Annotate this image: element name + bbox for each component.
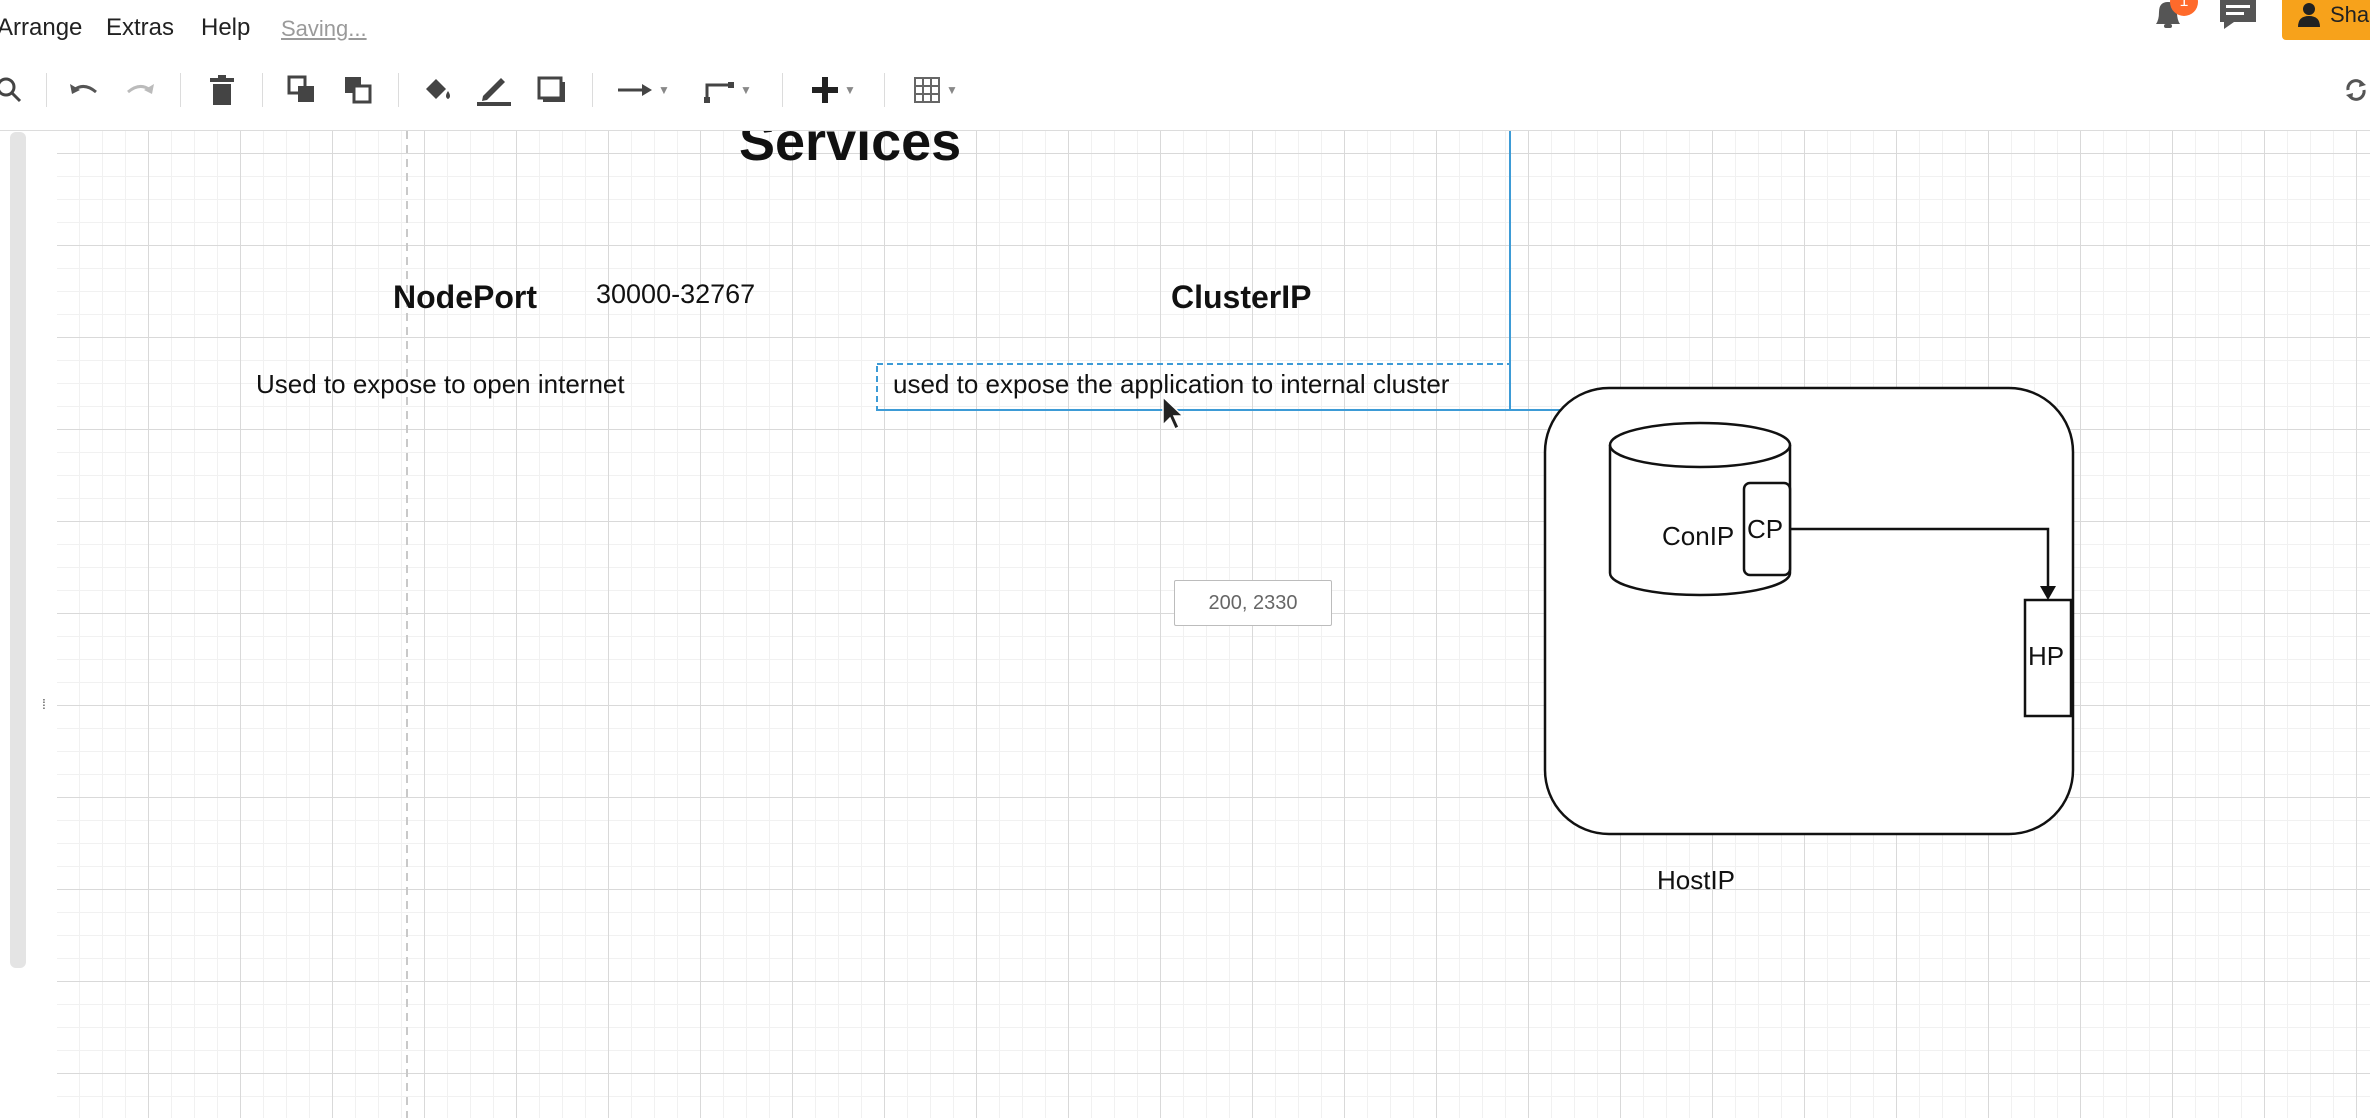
user-icon <box>2298 3 2320 27</box>
arrowhead-icon <box>2040 586 2056 600</box>
selection-box[interactable] <box>876 363 1511 411</box>
clusterip-description[interactable]: used to expose the application to intern… <box>893 369 1450 399</box>
toolbar: ▼ ▼ ▼ ▼ <box>0 55 2370 131</box>
toolbar-separator <box>592 73 593 107</box>
connection-icon <box>618 84 653 96</box>
host-container-label[interactable]: HostIP <box>1657 865 1736 895</box>
toolbar-separator <box>398 73 399 107</box>
host-port-label: HP <box>2028 641 2065 671</box>
to-front-icon <box>287 75 314 102</box>
saving-status[interactable]: Saving... <box>281 16 367 41</box>
sync-button[interactable] <box>2342 70 2370 110</box>
shadow-button[interactable] <box>534 70 570 110</box>
share-button[interactable]: Sha <box>2282 0 2370 40</box>
diagram-title[interactable]: Services <box>739 131 962 172</box>
menu-arrange[interactable]: Arrange <box>0 14 83 41</box>
nodeport-description[interactable]: Used to expose to open internet <box>256 369 625 399</box>
to-back-icon <box>345 77 372 104</box>
menu-help[interactable]: Help <box>201 14 251 41</box>
insert-button[interactable]: ▼ <box>804 70 864 110</box>
notification-badge: 1 <box>2170 0 2198 16</box>
to-front-button[interactable] <box>284 70 320 110</box>
connector-arrow[interactable] <box>1790 527 2050 589</box>
cylinder-label: ConIP <box>1662 521 1735 551</box>
redo-button[interactable] <box>122 70 158 110</box>
comment-icon <box>2220 0 2256 29</box>
waypoints-icon <box>704 82 735 103</box>
vertical-scrollbar[interactable] <box>10 132 26 968</box>
nodeport-range[interactable]: 30000-32767 <box>596 279 756 309</box>
container-port-label: CP <box>1747 514 1784 544</box>
fill-color-button[interactable] <box>420 70 456 110</box>
insert-icon <box>812 77 839 103</box>
delete-button[interactable] <box>204 70 240 110</box>
coordinate-tooltip-text: 200, 2330 <box>1208 591 1298 614</box>
comments-button[interactable] <box>2218 0 2258 30</box>
host-port-shape[interactable] <box>2023 598 2073 718</box>
toolbar-separator <box>46 73 47 107</box>
notifications-button[interactable]: 1 <box>2150 0 2198 30</box>
database-cylinder-shape[interactable] <box>1608 421 1792 597</box>
shadow-icon <box>537 76 565 102</box>
zoom-icon <box>0 77 22 103</box>
zoom-button[interactable] <box>0 70 24 110</box>
fill-color-icon <box>426 79 450 99</box>
chevron-down-icon: ▼ <box>946 83 958 97</box>
menu-extras[interactable]: Extras <box>106 14 175 41</box>
nodeport-label[interactable]: NodePort <box>393 279 537 315</box>
undo-button[interactable] <box>66 70 102 110</box>
menu-bar: Arrange Extras Help Saving... 1 Sha <box>0 0 2370 55</box>
toolbar-separator <box>782 73 783 107</box>
share-label: Sha <box>2330 2 2370 27</box>
chevron-down-icon: ▼ <box>740 83 752 97</box>
toolbar-separator <box>262 73 263 107</box>
waypoints-button[interactable]: ▼ <box>698 70 758 110</box>
table-icon <box>914 77 941 103</box>
delete-icon <box>210 75 234 105</box>
table-button[interactable]: ▼ <box>906 70 966 110</box>
redo-icon <box>127 84 154 94</box>
to-back-button[interactable] <box>340 70 376 110</box>
toolbar-separator <box>180 73 181 107</box>
left-panel <box>0 131 57 1118</box>
line-color-icon <box>477 78 511 106</box>
diagram-canvas[interactable]: Services NodePort 30000-32767 Used to ex… <box>57 131 2370 1118</box>
undo-icon <box>70 84 97 94</box>
diagram-shapes <box>406 131 2075 1118</box>
sync-icon <box>2346 79 2366 101</box>
clusterip-label[interactable]: ClusterIP <box>1171 279 1312 315</box>
toolbar-separator <box>884 73 885 107</box>
connection-button[interactable]: ▼ <box>614 70 674 110</box>
coordinate-tooltip: 200, 2330 <box>1174 580 1332 626</box>
chevron-down-icon: ▼ <box>658 83 670 97</box>
mouse-cursor-icon <box>1162 395 1185 431</box>
line-color-button[interactable] <box>476 70 512 110</box>
chevron-down-icon: ▼ <box>844 83 856 97</box>
panel-resize-handle[interactable]: ⁞ <box>42 696 46 712</box>
